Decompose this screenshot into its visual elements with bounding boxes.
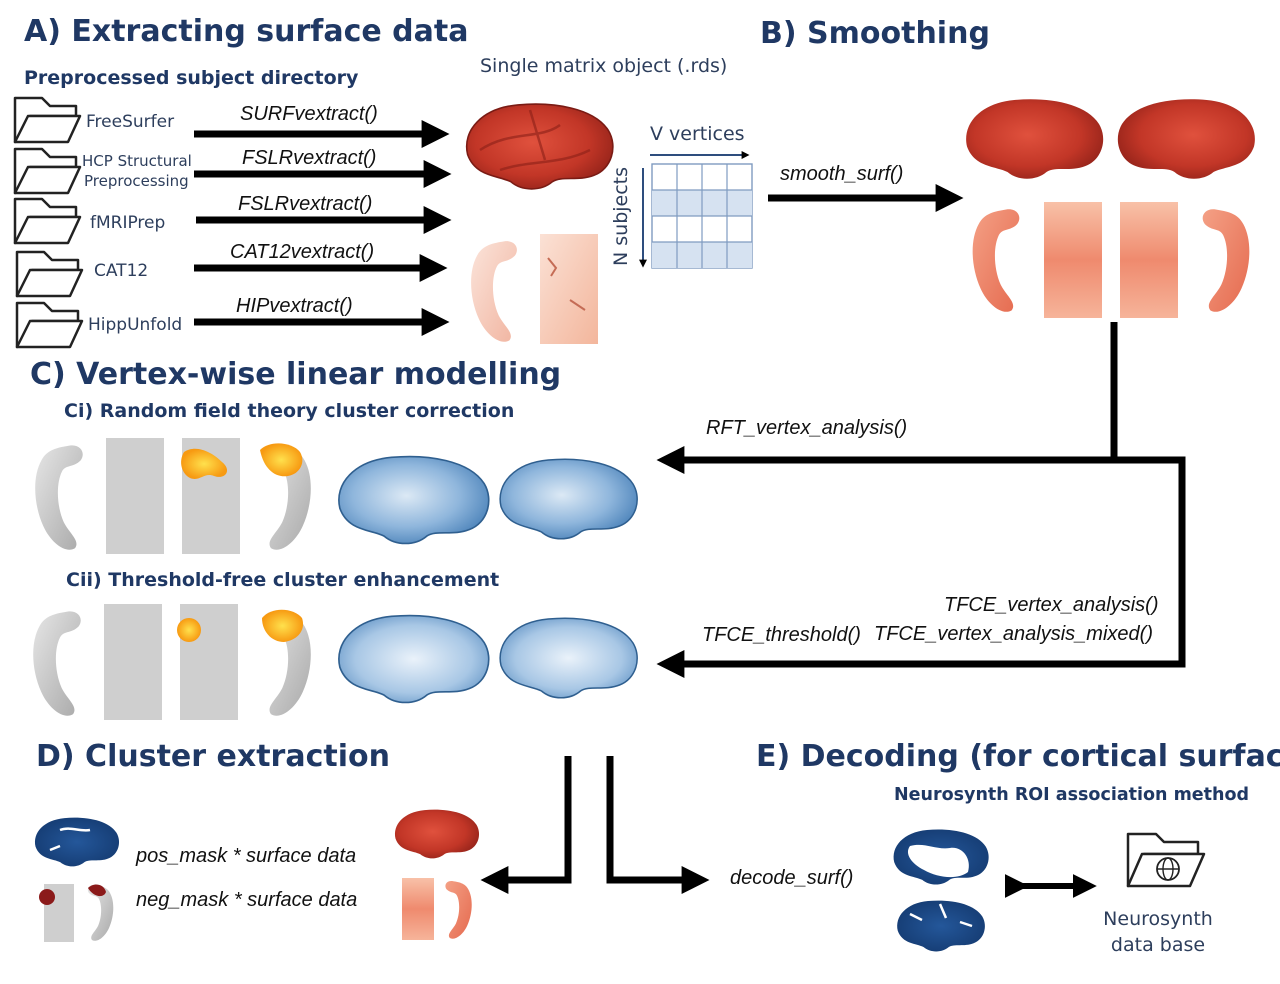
neurosynth-db-line2: data base — [1111, 934, 1205, 956]
smoothed-hippocampus-right — [1202, 209, 1250, 312]
neg-result-hippocampus — [445, 880, 472, 939]
neg-result-unfolded — [402, 878, 434, 940]
folder-label-hcp-2: Preprocessing — [84, 172, 189, 190]
fn-tfce-threshold: TFCE_threshold() — [702, 624, 861, 646]
section-c-title: C) Vertex-wise linear modelling — [30, 357, 561, 392]
folder-label-hcp-1: HCP Structural — [82, 152, 192, 170]
smoothed-brain-left — [966, 99, 1104, 179]
neg-mask-formula: neg_mask * surface data — [136, 889, 357, 911]
matrix-subtitle: Single matrix object (.rds) — [480, 55, 727, 77]
fn-hipvextract: HIPvextract() — [236, 295, 353, 317]
fn-smooth-surf: smooth_surf() — [780, 163, 903, 185]
pos-mask-detail — [49, 827, 91, 852]
globe-folder-icon — [1126, 832, 1206, 888]
tfce-unfolded-left — [104, 604, 162, 720]
neg-mask-cluster — [39, 889, 55, 905]
tfce-hippocampus-cluster — [262, 609, 304, 642]
rft-brain-right — [499, 458, 639, 540]
rft-hippocampus-cluster — [260, 443, 303, 477]
folder-front — [15, 319, 84, 349]
pos-mask-formula: pos_mask * surface data — [135, 845, 356, 867]
smoothed-hippocampus-left — [972, 209, 1020, 312]
folder-freesurfer: FreeSurfer — [13, 96, 174, 144]
cortex-sulci — [479, 109, 591, 172]
section-d-title: D) Cluster extraction — [36, 739, 390, 774]
arrow-to-cluster-extraction — [480, 756, 572, 894]
folder-front — [13, 215, 82, 245]
folder-hcp: HCP Structural Preprocessing — [13, 147, 192, 195]
rft-hippocampus-left — [35, 445, 83, 550]
section-b-title: B) Smoothing — [760, 16, 990, 51]
unfolded-detail — [547, 257, 586, 311]
fn-fslrvextract-1: FSLRvextract() — [242, 147, 376, 169]
ci-subtitle: Ci) Random field theory cluster correcti… — [64, 400, 514, 422]
folder-label-fmriprep: fMRIPrep — [90, 213, 165, 233]
fn-decode-surf: decode_surf() — [730, 867, 853, 889]
tfce-brain-left — [338, 614, 490, 704]
preprocessed-subtitle: Preprocessed subject directory — [24, 67, 359, 89]
arrow-to-decoding — [606, 756, 710, 894]
folder-fmriprep: fMRIPrep — [13, 197, 165, 245]
tfce-cluster-blob — [177, 618, 201, 642]
folder-cat12: CAT12 — [15, 250, 148, 298]
folder-label-freesurfer: FreeSurfer — [86, 112, 174, 132]
fn-tfce-vertex-analysis: TFCE_vertex_analysis() — [944, 594, 1159, 616]
decode-brain-detail — [909, 903, 973, 928]
fn-rft-vertex-analysis: RFT_vertex_analysis() — [706, 417, 907, 439]
fn-cat12vextract: CAT12vextract() — [230, 241, 374, 263]
folder-label-cat12: CAT12 — [94, 261, 148, 281]
folder-front — [13, 114, 82, 144]
folder-label-hippunfold: HippUnfold — [88, 315, 182, 335]
neurosynth-method-subtitle: Neurosynth ROI association method — [894, 785, 1249, 805]
rft-cluster-blob — [181, 448, 228, 479]
tfce-hippocampus-left — [33, 611, 81, 716]
folder-front — [13, 165, 82, 195]
hippocampus-pale — [471, 241, 517, 342]
section-e-title: E) Decoding (for cortical surface) — [756, 739, 1280, 774]
fn-surfvextract: SURFvextract() — [240, 103, 378, 125]
arrow-to-tfce — [656, 322, 1186, 678]
matrix-n-label: N subjects — [610, 167, 632, 266]
cii-subtitle: Cii) Threshold-free cluster enhancement — [66, 569, 499, 591]
smoothed-unfolded-left — [1044, 202, 1102, 318]
fn-tfce-vertex-analysis-mixed: TFCE_vertex_analysis_mixed() — [874, 623, 1153, 645]
rft-unfolded-left — [106, 438, 164, 554]
smoothed-unfolded-right — [1120, 202, 1178, 318]
neg-mask-hippocampus-cluster — [88, 884, 106, 897]
unfolded-hippocampus-pale — [540, 234, 598, 344]
subject-vertex-matrix — [651, 163, 753, 269]
rft-brain-left — [338, 455, 490, 545]
fn-fslrvextract-2: FSLRvextract() — [238, 193, 372, 215]
folder-front — [15, 268, 84, 298]
pos-result-brain — [394, 809, 480, 859]
matrix-v-label: V vertices — [650, 123, 745, 145]
section-a-title: A) Extracting surface data — [24, 14, 468, 49]
folder-hippunfold: HippUnfold — [15, 301, 182, 349]
tfce-brain-right — [499, 617, 639, 699]
pos-mask-brain — [34, 817, 120, 867]
smoothed-brain-right — [1117, 99, 1255, 179]
neurosynth-db-line1: Neurosynth — [1103, 908, 1213, 930]
decode-roi-white — [907, 844, 969, 878]
